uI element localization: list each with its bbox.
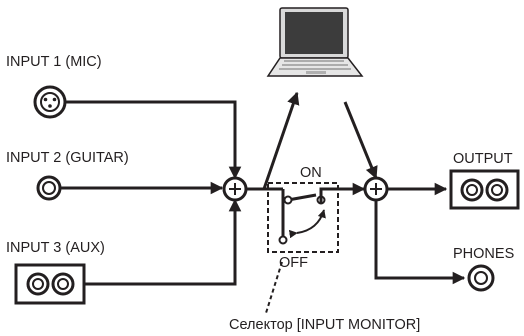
output-lines (374, 182, 466, 285)
phones-jack-icon (467, 264, 495, 292)
from-computer-arrow (343, 101, 378, 180)
selector-pointer-line (265, 261, 283, 314)
input-2-label: INPUT 2 (GUITAR) (6, 150, 129, 166)
monitor-switch (246, 182, 366, 314)
guitar-jack-icon (36, 175, 62, 201)
mixer-2-sum-icon (363, 176, 389, 202)
switch-off-label: OFF (279, 255, 308, 271)
input-1-label: INPUT 1 (MIC) (6, 54, 102, 70)
laptop-computer-icon (266, 7, 364, 77)
input-3-label: INPUT 3 (AUX) (6, 240, 105, 256)
selector-caption: Селектор [INPUT MONITOR] (229, 317, 421, 333)
xlr-connector-icon (33, 85, 67, 119)
output-label: OUTPUT (453, 151, 513, 167)
output-rca-jacks-icon (449, 169, 520, 210)
input3-line (84, 198, 242, 286)
input1-line (65, 100, 242, 180)
phones-line (374, 200, 466, 285)
aux-rca-jacks-icon (14, 263, 86, 305)
input-lines (60, 100, 242, 286)
switch-on-label: ON (300, 165, 322, 181)
mixer-1-sum-icon (222, 176, 248, 202)
phones-label: PHONES (453, 246, 515, 262)
to-computer-arrow (262, 91, 300, 190)
